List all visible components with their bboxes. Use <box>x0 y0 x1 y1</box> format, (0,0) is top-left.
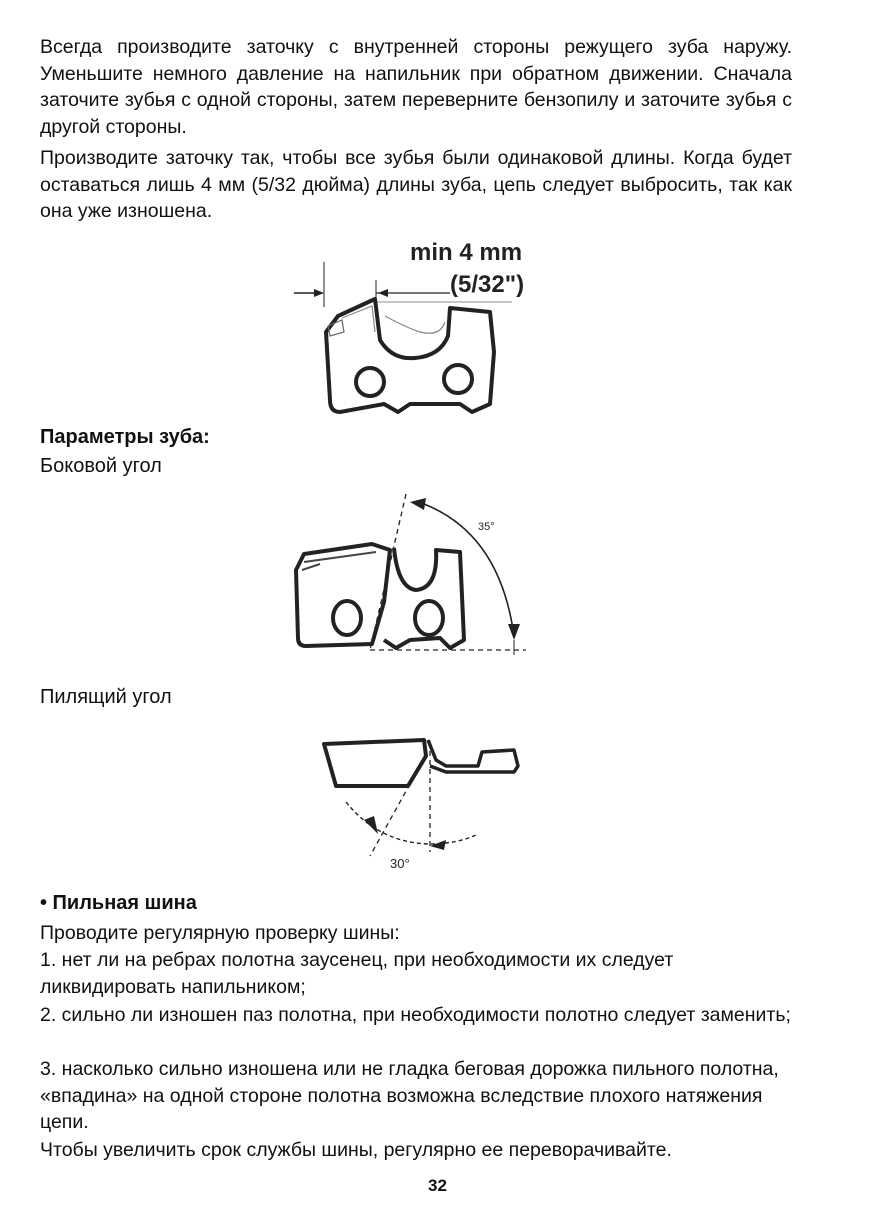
filing-tooth-top-outline <box>322 738 428 788</box>
min-tooth-length-figure: min 4 mm (5/32") <box>294 239 524 414</box>
side-tooth-right-outline <box>382 547 466 650</box>
tooth-params-heading: Параметры зуба: <box>40 426 210 448</box>
chain-tooth-outline <box>324 297 496 414</box>
saw-bar-heading: • Пильная шина <box>40 892 197 914</box>
side-rivet-hole-right <box>413 599 445 637</box>
rivet-hole-left <box>354 366 386 398</box>
side-angle-label: Боковой угол <box>40 455 162 477</box>
intro-paragraph-1: Всегда производите заточку с внутренней … <box>40 36 792 138</box>
side-tooth-left-outline <box>294 542 392 648</box>
side-angle-value: 35° <box>478 521 495 533</box>
side-angle-arc <box>423 503 515 637</box>
filing-angle-arc <box>345 801 479 845</box>
side-rivet-hole-left <box>331 599 363 637</box>
saw-bar-item-2: 2. сильно ли изношен паз полотна, при не… <box>40 1004 791 1026</box>
min-length-inches-label: (5/32") <box>450 271 524 298</box>
filing-link-outline <box>426 739 520 774</box>
rivet-hole-right <box>442 363 474 395</box>
side-angle-figure: 35° <box>294 493 526 655</box>
filing-angle-label: Пилящий угол <box>40 686 172 708</box>
min-length-label: min 4 mm <box>410 239 522 266</box>
saw-bar-intro: Проводите регулярную проверку шины: <box>40 922 400 944</box>
filing-angle-dashed-line <box>369 783 411 857</box>
page-number: 32 <box>428 1176 447 1195</box>
saw-bar-item-1: 1. нет ли на ребрах полотна заусенец, пр… <box>40 949 674 998</box>
filing-angle-figure: 30° <box>322 738 520 871</box>
saw-bar-item-3: 3. насколько сильно изношена или не глад… <box>40 1058 779 1133</box>
intro-paragraph-2: Производите заточку так, чтобы все зубья… <box>40 147 792 222</box>
filing-angle-value: 30° <box>390 856 410 871</box>
saw-bar-outro: Чтобы увеличить срок службы шины, регуля… <box>40 1139 672 1161</box>
